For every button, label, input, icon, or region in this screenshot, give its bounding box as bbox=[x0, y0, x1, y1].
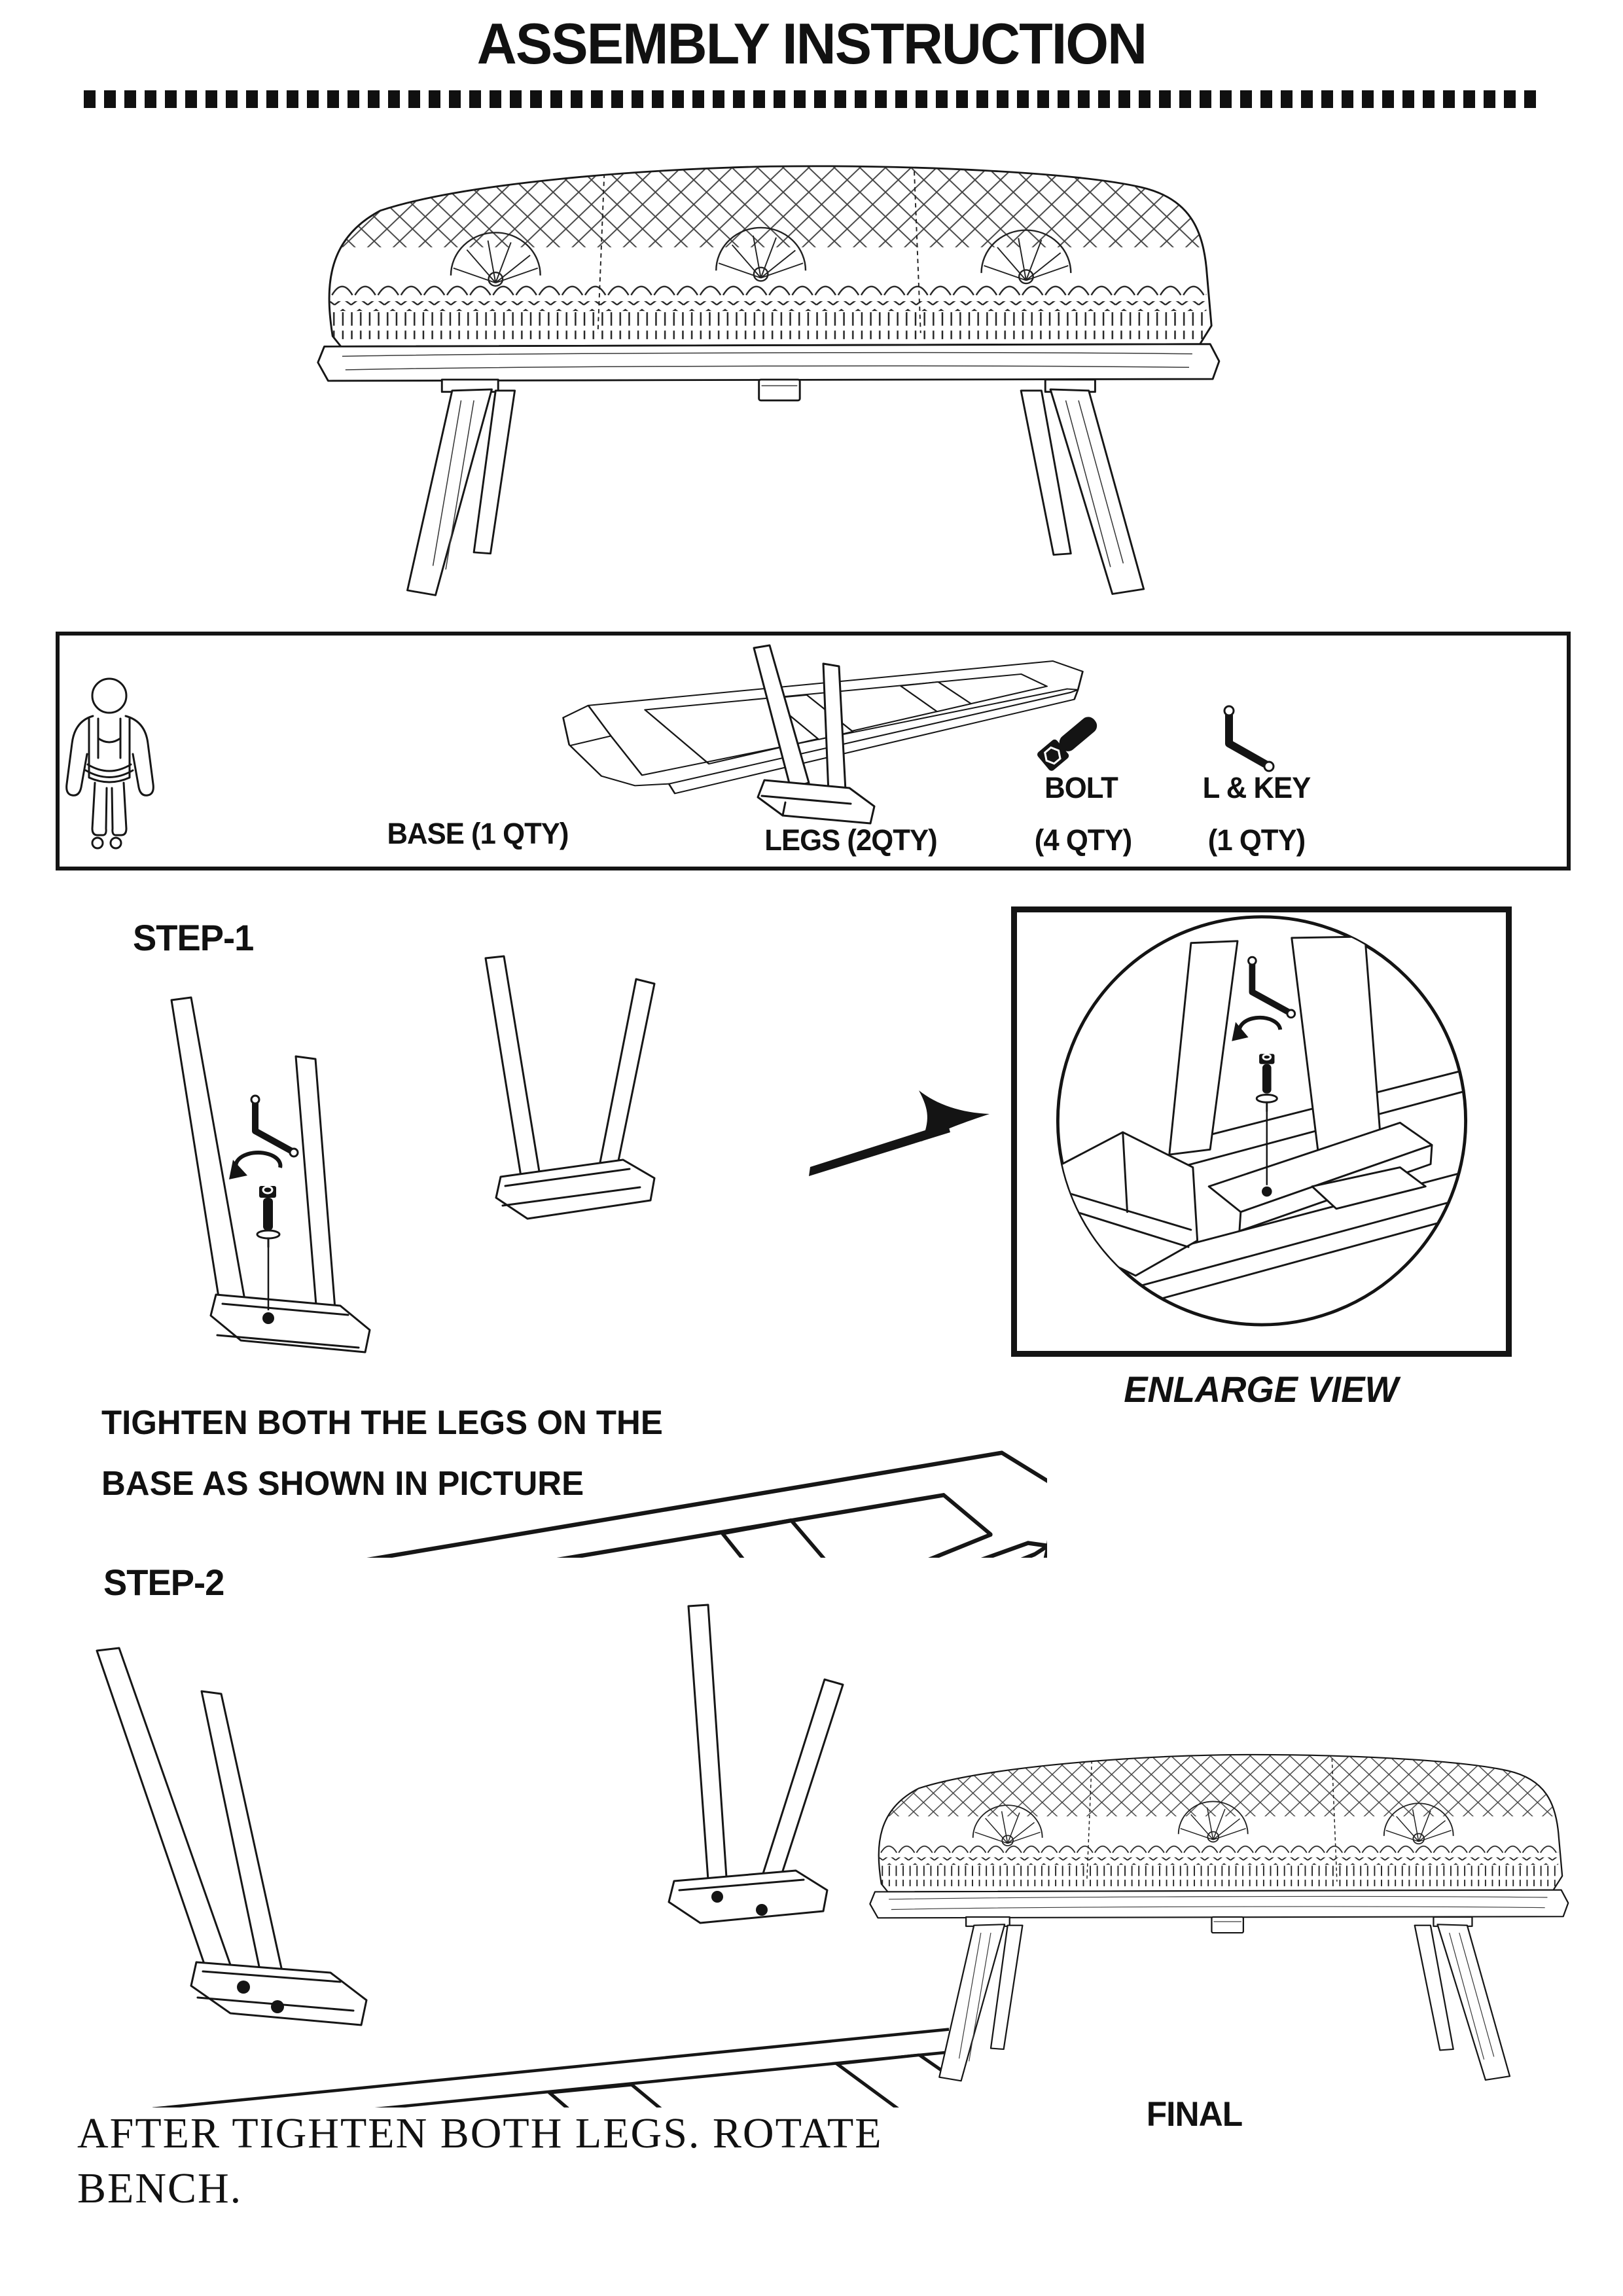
allen-key-icon bbox=[1223, 705, 1275, 772]
step1-caption-line2: BASE AS SHOWN IN PICTURE bbox=[101, 1465, 584, 1503]
legs-part-label: LEGS (2QTY) bbox=[764, 823, 937, 857]
step2-label: STEP-2 bbox=[103, 1562, 224, 1603]
dotted-divider bbox=[84, 90, 1538, 108]
step1-illustration bbox=[65, 955, 1047, 1558]
footer-note: AFTER TIGHTEN BOTH LEGS. ROTATE BENCH. bbox=[77, 2106, 883, 2216]
parts-box bbox=[56, 632, 1571, 870]
step1-caption-line1: TIGHTEN BOTH THE LEGS ON THE bbox=[101, 1404, 663, 1442]
step1-fastener-icons bbox=[229, 1094, 299, 1324]
footer-note-line2: BENCH. bbox=[77, 2164, 243, 2212]
step1-label: STEP-1 bbox=[133, 917, 254, 958]
assembled-bench-illustration bbox=[285, 131, 1243, 609]
bolt-part-label: BOLT bbox=[1044, 771, 1118, 804]
bolt-icon bbox=[1037, 717, 1097, 771]
final-bench-illustration bbox=[844, 1728, 1587, 2091]
lkey-part-label: L & KEY bbox=[1202, 771, 1311, 804]
enlarge-view-box bbox=[1011, 906, 1512, 1357]
bolt-part-qty: (4 QTY) bbox=[1034, 823, 1132, 857]
footer-note-line1: AFTER TIGHTEN BOTH LEGS. ROTATE bbox=[77, 2109, 883, 2157]
lkey-part-qty: (1 QTY) bbox=[1207, 823, 1306, 857]
enlarge-view-illustration bbox=[1056, 915, 1468, 1327]
enlarge-view-label: ENLARGE VIEW bbox=[1124, 1369, 1399, 1410]
final-label: FINAL bbox=[1146, 2095, 1243, 2134]
step1-caption: TIGHTEN BOTH THE LEGS ON THE BASE AS SHO… bbox=[101, 1393, 663, 1515]
page-title: ASSEMBLY INSTRUCTION bbox=[476, 11, 1147, 76]
step2-illustration bbox=[96, 1604, 949, 2108]
base-part-illustration bbox=[562, 660, 1084, 795]
legs-part-illustration bbox=[753, 644, 876, 825]
parts-box-illustrations bbox=[65, 644, 1275, 850]
arrow-icon bbox=[809, 1090, 990, 1176]
person-icon bbox=[65, 677, 154, 850]
base-part-label: BASE (1 QTY) bbox=[387, 817, 569, 850]
